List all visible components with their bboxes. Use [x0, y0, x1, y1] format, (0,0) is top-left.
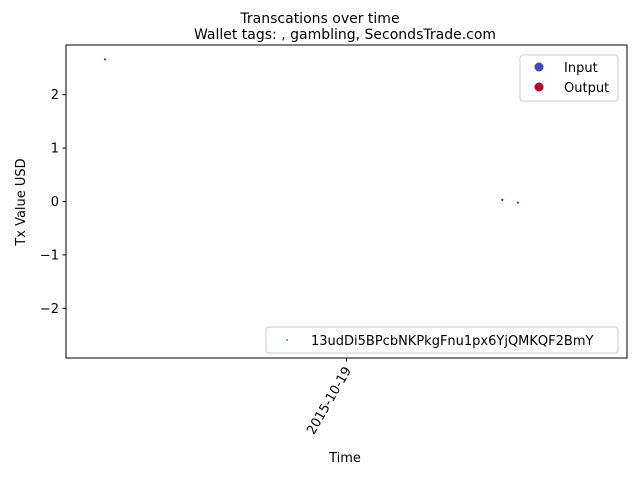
x-axis-label: Time: [328, 451, 361, 466]
legend-marker-output: [534, 82, 544, 92]
y-tick-label: −1: [40, 248, 59, 263]
address-legend-marker: [286, 339, 288, 341]
data-point-input: [516, 201, 520, 204]
data-points: [103, 58, 520, 204]
chart-suptitle: Transcations over time: [239, 11, 399, 27]
data-point-output: [103, 58, 107, 61]
chart-title: Wallet tags: , gambling, SecondsTrade.co…: [194, 27, 496, 43]
address-legend: 13udDi5BPcbNKPkgFnu1px6YjQMKQF2BmY: [265, 326, 619, 354]
y-axis: −2 −1 0 1 2: [40, 88, 66, 317]
legend-label-input: Input: [564, 61, 598, 76]
address-legend-frame: [265, 326, 619, 354]
y-tick-label: −2: [40, 302, 59, 317]
legend-frame: [519, 54, 619, 102]
y-axis-label: Tx Value USD: [14, 158, 29, 246]
y-tick-label: 2: [51, 88, 59, 103]
y-tick-label: 1: [51, 142, 59, 157]
legend: Input Output: [519, 54, 619, 102]
data-point-output: [501, 198, 504, 201]
x-axis: 2015-10-19: [304, 358, 355, 437]
legend-marker-input: [534, 62, 544, 72]
x-tick-label: 2015-10-19: [304, 365, 355, 438]
address-legend-label: 13udDi5BPcbNKPkgFnu1px6YjQMKQF2BmY: [311, 334, 593, 349]
y-tick-label: 0: [51, 195, 59, 210]
legend-label-output: Output: [564, 81, 609, 96]
